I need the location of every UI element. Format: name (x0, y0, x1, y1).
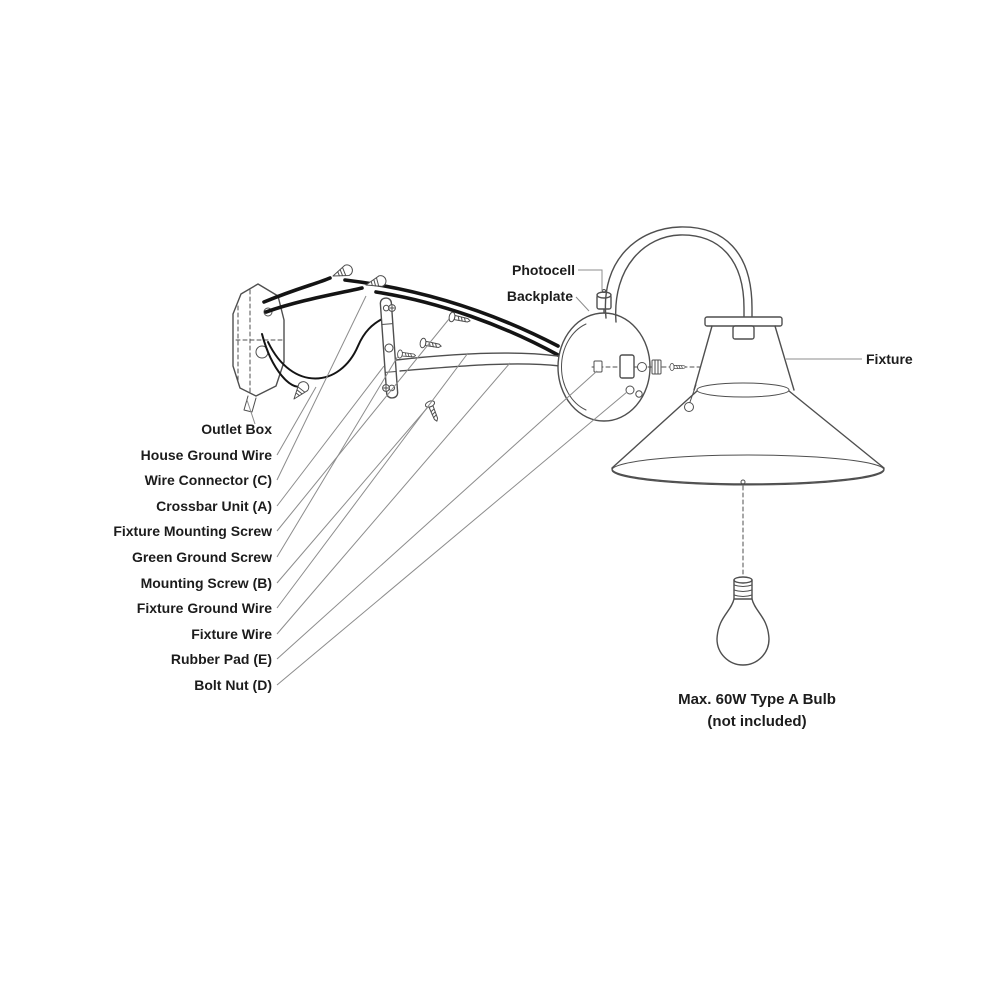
thumb-screw-stem (689, 384, 697, 403)
label-fixture-ground-wire: Fixture Ground Wire (137, 600, 272, 616)
leader-lines (246, 269, 862, 686)
label-mounting-screw: Mounting Screw (B) (141, 575, 272, 591)
house-ground-wire (261, 333, 301, 388)
leader-bolt-nut (276, 391, 628, 686)
fixture-mounting-screw-icon (418, 337, 443, 352)
mounting-screw-icon (424, 399, 442, 424)
bolt-nut (635, 390, 643, 398)
leader-house-ground-wire (276, 386, 317, 456)
crossbar-unit (379, 297, 417, 399)
label-crossbar-unit: Crossbar Unit (A) (156, 498, 272, 514)
yoke-collar (732, 325, 755, 340)
backplate (557, 312, 701, 422)
label-rubber-pad: Rubber Pad (E) (171, 651, 272, 667)
photocell (596, 289, 612, 314)
fixture-wire (399, 363, 561, 372)
leader-outlet-box (246, 399, 256, 425)
leader-crossbar-unit (276, 365, 385, 507)
shade-neck (696, 382, 790, 398)
labels: Outlet Box House Ground Wire Wire Connec… (113, 262, 913, 730)
spacer (651, 359, 662, 375)
outlet-box (232, 283, 285, 413)
bulb-note-line2: (not included) (707, 713, 806, 730)
yoke-bar (704, 316, 783, 327)
label-green-ground-screw: Green Ground Screw (132, 549, 272, 565)
leader-fixture-mounting-screw (276, 318, 450, 532)
leader-mounting-screw (276, 406, 429, 584)
leader-wire-connector (276, 295, 367, 481)
label-bolt-nut: Bolt Nut (D) (194, 677, 272, 693)
small-screw-icon (669, 363, 687, 371)
pull-chain (740, 479, 746, 576)
label-photocell: Photocell (512, 262, 575, 278)
leader-green-ground-screw (276, 355, 399, 558)
fixture-shade (611, 316, 885, 486)
leader-fixture-ground-wire (276, 352, 469, 609)
house-wires (261, 276, 560, 388)
rubber-pad (593, 360, 603, 373)
leader-fixture-wire (276, 362, 511, 635)
fixture-wires (395, 352, 561, 372)
thumb-screw-knob (684, 402, 694, 412)
label-backplate: Backplate (507, 288, 573, 304)
fixture-arm (604, 226, 753, 323)
label-outlet-box: Outlet Box (201, 421, 272, 437)
wire-connector-icon (289, 378, 312, 403)
leader-rubber-pad (276, 370, 598, 660)
label-wire-connector: Wire Connector (C) (145, 472, 272, 488)
fixture-ground-wire (395, 352, 559, 361)
shade-cone (611, 390, 885, 469)
leader-backplate (575, 296, 590, 312)
socket-hub (619, 354, 635, 379)
label-fixture-mounting-screw: Fixture Mounting Screw (113, 523, 272, 539)
nipple (637, 362, 647, 372)
label-fixture-wire: Fixture Wire (191, 626, 272, 642)
label-fixture: Fixture (866, 351, 913, 367)
leader-photocell (578, 269, 603, 291)
label-house-ground-wire: House Ground Wire (141, 447, 273, 463)
bulb-note-line1: Max. 60W Type A Bulb (678, 691, 836, 708)
shade-rim (611, 454, 885, 486)
wire-connector-icon (330, 262, 355, 282)
bolt-nut (625, 385, 635, 395)
bulb (716, 576, 770, 666)
